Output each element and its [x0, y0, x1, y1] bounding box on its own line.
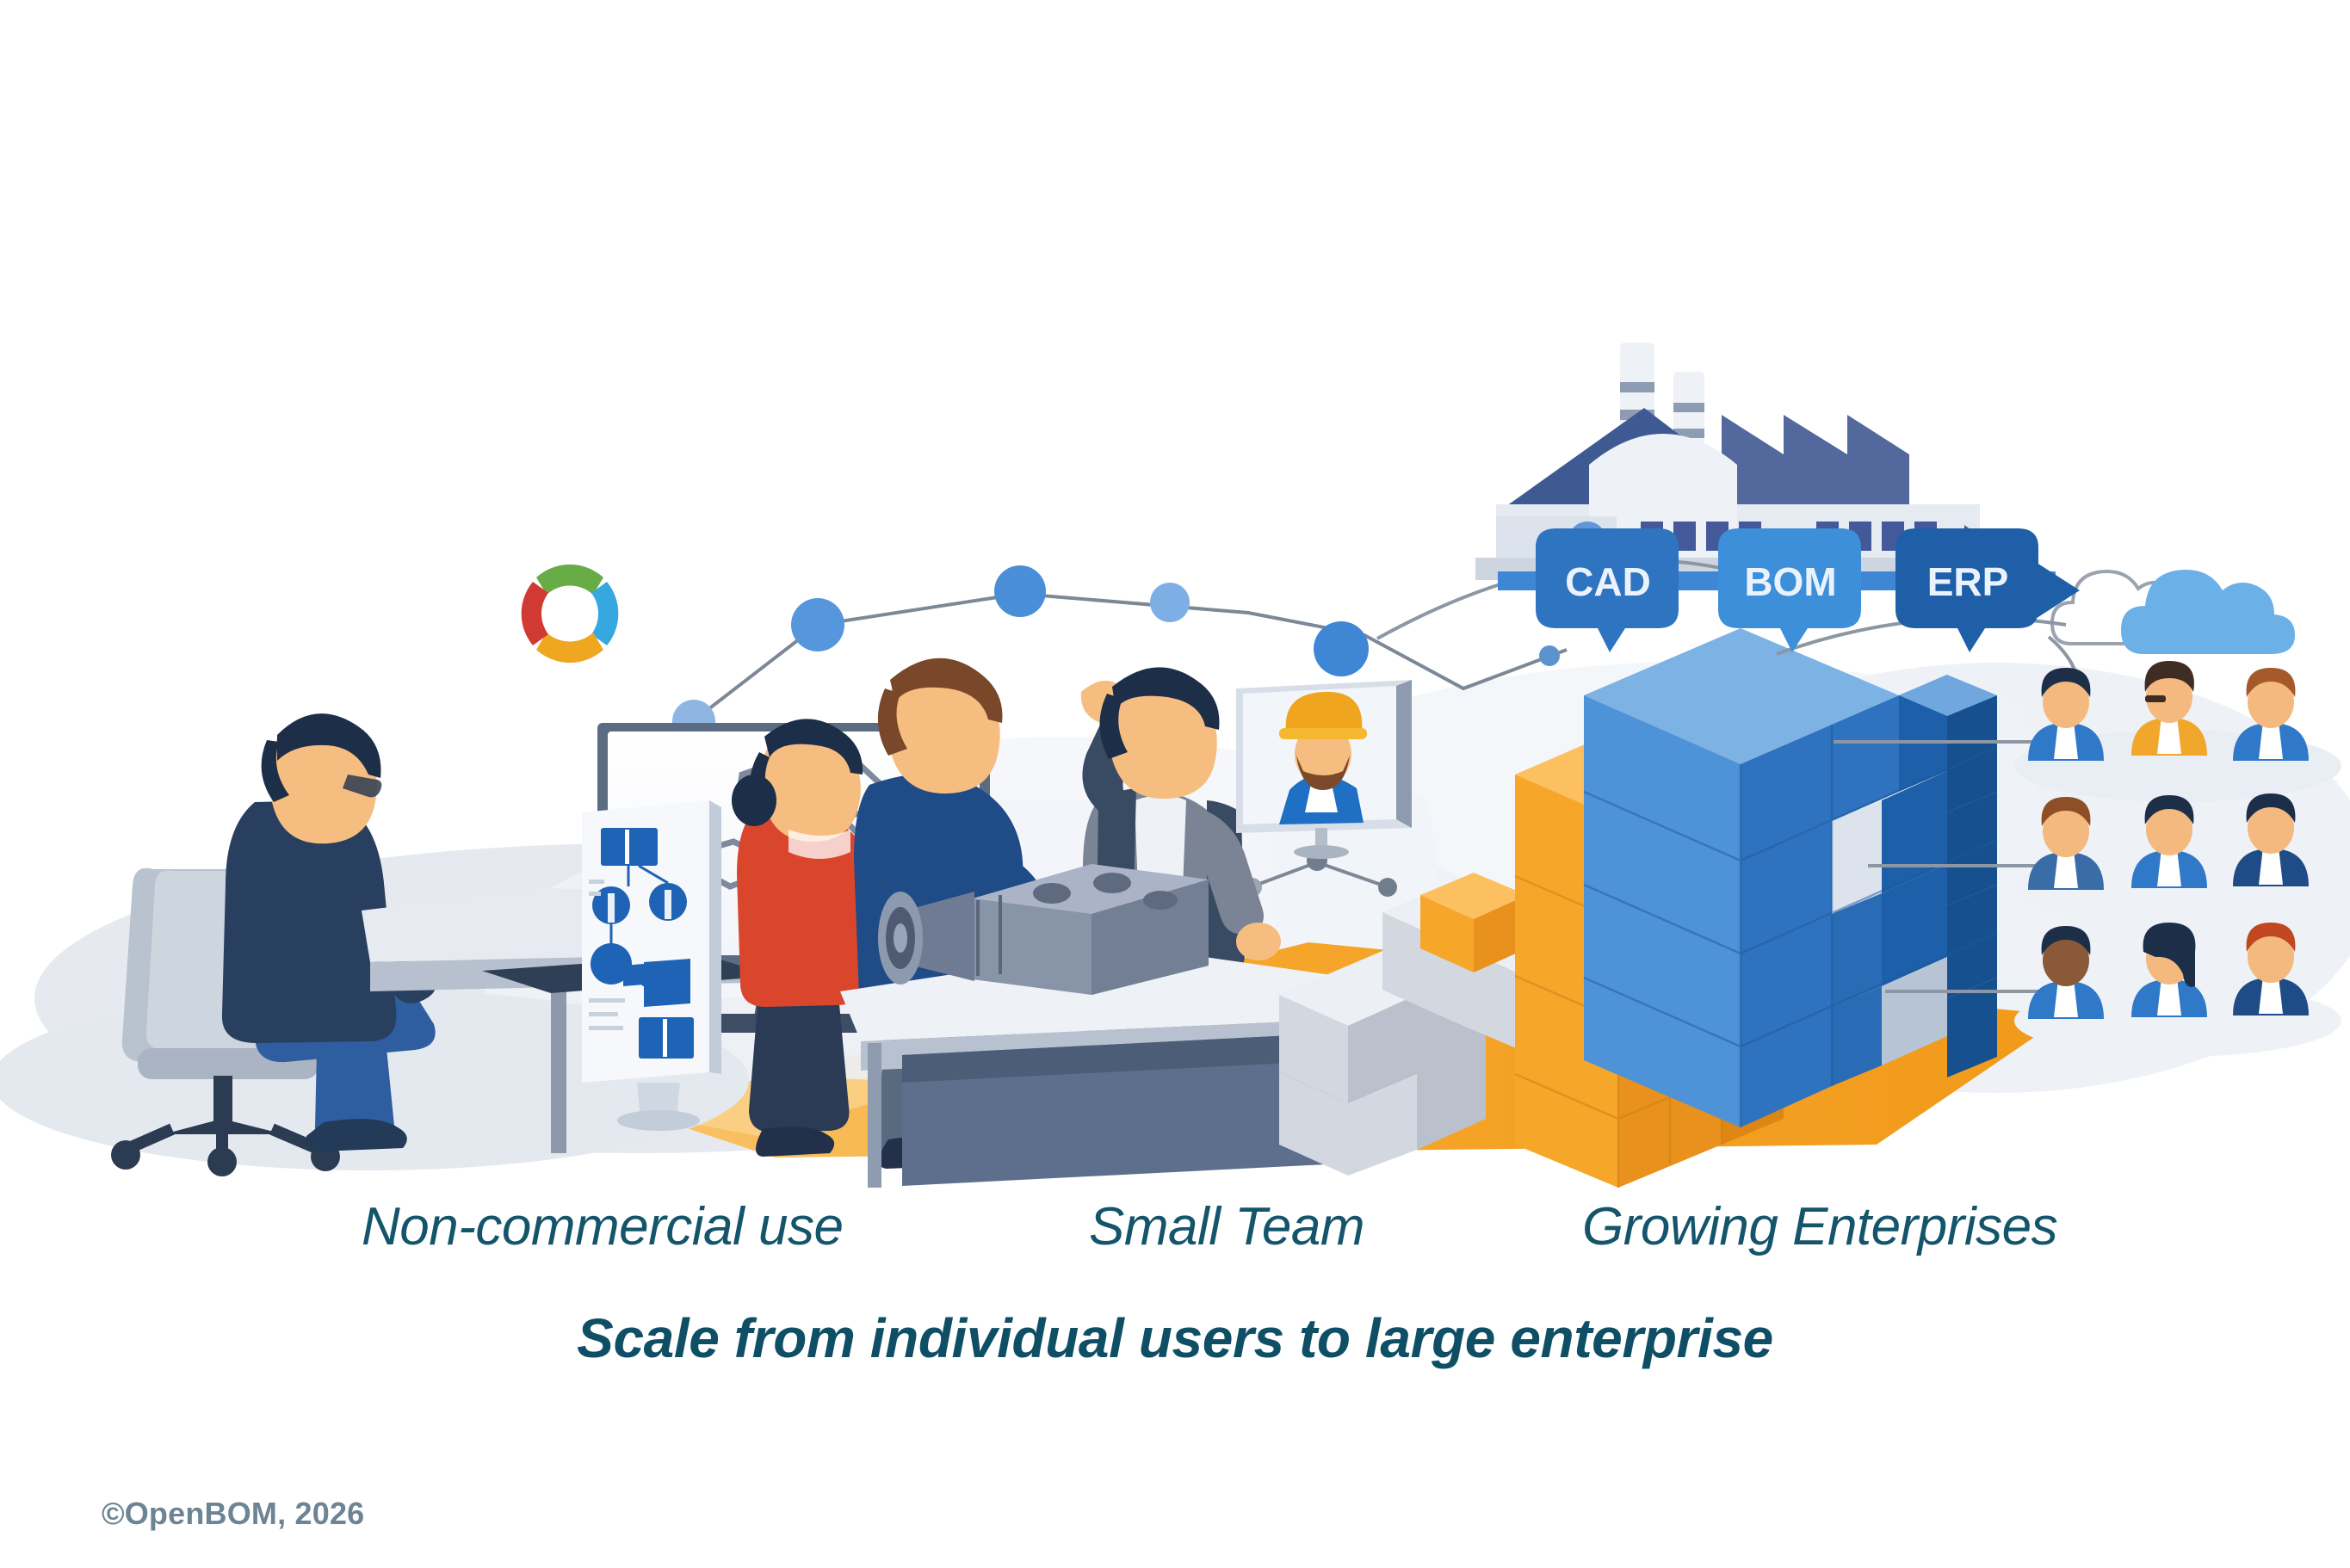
remote-video-panel [1236, 680, 1412, 859]
copyright-notice: ©OpenBOM, 2026 [102, 1496, 365, 1531]
avatar [2233, 923, 2309, 1015]
avatar [2028, 797, 2104, 890]
page-title: Scale from individual users to large ent… [577, 1307, 1773, 1369]
team-table [840, 947, 1386, 1188]
badge-bom-label: BOM [1744, 559, 1836, 604]
avatar [2131, 923, 2207, 1017]
avatar [2131, 795, 2207, 888]
person-woman-red [732, 719, 955, 1157]
avatar [2028, 668, 2104, 761]
avatar-grid [2014, 661, 2341, 1057]
openbom-logo [521, 564, 619, 664]
block-small-orange [1420, 873, 1527, 972]
avatar [2233, 793, 2309, 886]
scene-enterprise-blocks [1279, 628, 1998, 1188]
badge-erp-label: ERP [1927, 559, 2009, 604]
avatar [2131, 661, 2207, 756]
bom-diagram-poster [582, 800, 721, 1131]
caption-non-commercial: Non-commercial use [362, 1197, 844, 1256]
remote-worker-hardhat [1279, 691, 1367, 824]
badge-cad[interactable]: CAD [1536, 528, 1679, 652]
cloud-icon [2050, 569, 2295, 654]
avatar [2028, 926, 2104, 1019]
caption-small-team: Small Team [1089, 1197, 1365, 1256]
avatar [2233, 668, 2309, 761]
electric-motor-assembly [878, 864, 1209, 995]
block-group-blue [1583, 628, 1998, 1127]
process-flow: CAD BOM ERP [1498, 528, 2080, 652]
badge-cad-label: CAD [1565, 559, 1651, 604]
caption-growing-enterprises: Growing Enterprises [1582, 1197, 2058, 1256]
scale-illustration: CAD BOM ERP [0, 343, 2350, 1188]
scene-small-team [732, 657, 1412, 1188]
seated-designer [221, 713, 451, 1151]
badge-bom[interactable]: BOM [1718, 528, 1861, 652]
badge-erp[interactable]: ERP [1895, 528, 2038, 652]
